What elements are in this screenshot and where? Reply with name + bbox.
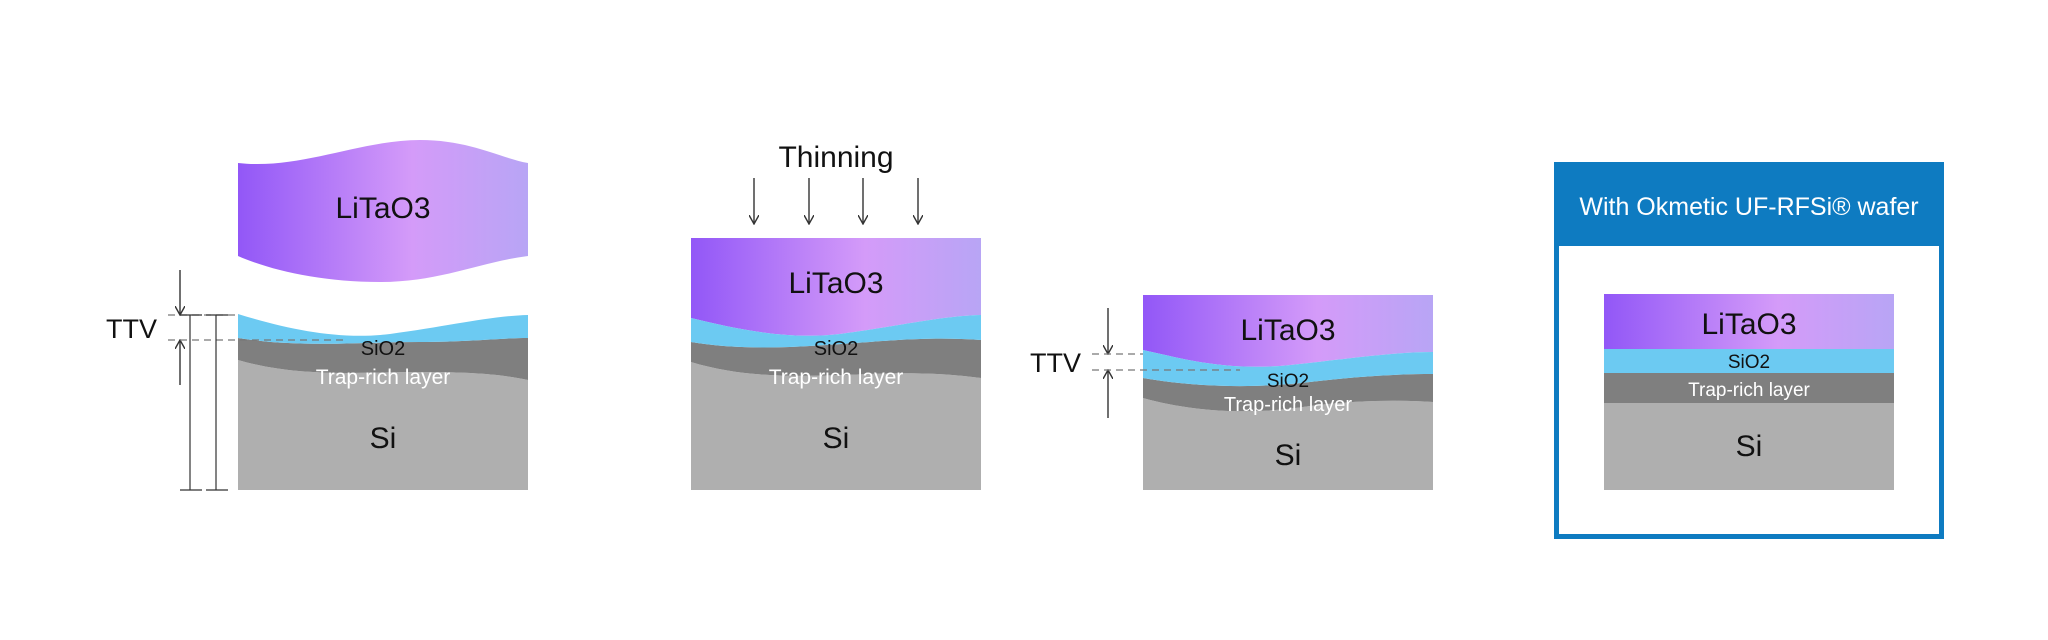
si-layer <box>1143 398 1433 490</box>
trap-rich-layer <box>1143 374 1433 412</box>
sio2-layer <box>1143 350 1433 387</box>
litao3-label: LiTaO3 <box>335 192 430 225</box>
litao3-layer <box>1143 295 1433 367</box>
trap-rich-label: Trap-rich layer <box>1688 380 1810 401</box>
okmetic-panel: With Okmetic UF-RFSi® wafer LiTaO3 SiO2 … <box>1554 162 1944 539</box>
sio2-layer <box>1604 349 1894 373</box>
sio2-label: SiO2 <box>1267 371 1309 392</box>
si-label: Si <box>1275 439 1302 472</box>
sio2-label: SiO2 <box>814 338 858 360</box>
litao3-label: LiTaO3 <box>1240 314 1335 347</box>
ttv-label: TTV <box>106 314 157 344</box>
sio2-label: SiO2 <box>361 338 405 360</box>
litao3-layer <box>691 238 981 336</box>
sio2-label: SiO2 <box>1728 352 1770 373</box>
step-3-stack: LiTaO3 SiO2 Trap-rich layer Si TTV <box>1030 295 1433 490</box>
si-label: Si <box>823 422 850 455</box>
si-label: Si <box>1736 430 1763 463</box>
litao3-wafer-warped <box>238 140 528 282</box>
step-1-stack: LiTaO3 SiO2 Trap-rich layer Si TTV <box>106 140 528 491</box>
si-layer <box>1604 403 1894 490</box>
sio2-layer <box>691 315 981 348</box>
trap-rich-layer <box>691 338 981 378</box>
trap-rich-label: Trap-rich layer <box>769 366 904 389</box>
trap-rich-layer <box>238 338 528 380</box>
litao3-label: LiTaO3 <box>788 267 883 300</box>
si-layer <box>238 360 528 490</box>
trap-rich-layer <box>1604 373 1894 403</box>
litao3-layer <box>1604 294 1894 349</box>
si-layer <box>691 362 981 490</box>
okmetic-panel-header <box>1556 164 1942 246</box>
trap-rich-label: Trap-rich layer <box>1224 394 1353 416</box>
litao3-label: LiTaO3 <box>1701 308 1796 341</box>
step-2-stack: Thinning LiTaO3 SiO2 Trap-rich layer Si <box>691 141 981 490</box>
okmetic-panel-title: With Okmetic UF-RFSi® wafer <box>1579 193 1918 221</box>
ttv-label: TTV <box>1030 348 1081 378</box>
trap-rich-label: Trap-rich layer <box>316 366 451 389</box>
thinning-label: Thinning <box>778 141 893 174</box>
sio2-layer <box>238 314 528 344</box>
si-label: Si <box>370 422 397 455</box>
